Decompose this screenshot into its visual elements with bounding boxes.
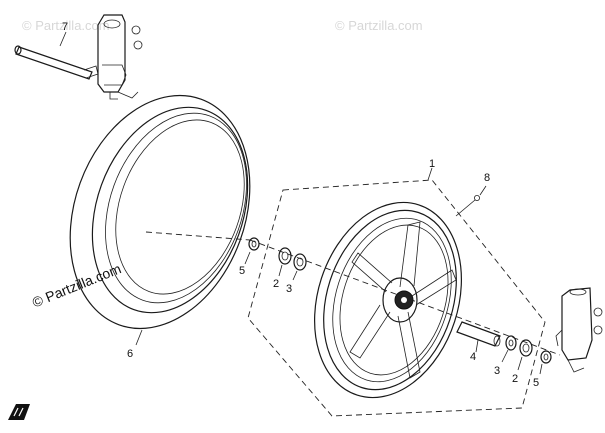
seal-part-5-left[interactable] — [248, 237, 260, 251]
leader-2-left — [278, 264, 283, 277]
axle-part-7[interactable] — [14, 45, 99, 80]
leader-3-right — [501, 349, 509, 363]
callout-7[interactable]: 7 — [62, 21, 68, 33]
valve-part-8[interactable] — [455, 194, 480, 217]
leader-6 — [135, 329, 143, 346]
callout-5-right[interactable]: 5 — [533, 377, 539, 389]
right-fork-leg — [555, 287, 603, 373]
brand-logo-mark — [8, 404, 30, 420]
callout-8[interactable]: 8 — [484, 172, 490, 184]
collar-part-3-left[interactable] — [293, 253, 307, 271]
leader-2-right — [517, 356, 523, 371]
leader-5-right — [539, 363, 543, 375]
callout-2-left[interactable]: 2 — [273, 278, 279, 290]
bearing-part-2-left[interactable] — [278, 247, 292, 265]
callout-5-left[interactable]: 5 — [239, 265, 245, 277]
callout-6[interactable]: 6 — [127, 348, 133, 360]
leader-3-left — [292, 270, 298, 281]
callout-3-right[interactable]: 3 — [494, 365, 500, 377]
leader-5-left — [244, 251, 251, 265]
spacer-part-4[interactable] — [456, 321, 501, 347]
callout-1[interactable]: 1 — [429, 158, 435, 170]
axle-centerline-left — [145, 231, 251, 241]
watermark-main: © Partzilla.com — [30, 260, 123, 310]
leader-8 — [479, 185, 487, 196]
leader-1 — [427, 167, 433, 181]
left-fork-leg — [97, 14, 143, 100]
wheel-rim[interactable] — [291, 183, 486, 416]
seal-part-5-right[interactable] — [540, 350, 552, 364]
bearing-part-2-right[interactable] — [519, 339, 533, 357]
leader-4 — [475, 339, 479, 353]
callout-3-left[interactable]: 3 — [286, 283, 292, 295]
callout-2-right[interactable]: 2 — [512, 373, 518, 385]
callout-4[interactable]: 4 — [470, 351, 476, 363]
collar-part-3-right[interactable] — [505, 335, 517, 351]
watermark-top-right: © Partzilla.com — [335, 18, 423, 33]
leader-7 — [59, 31, 67, 47]
watermark-top-left: © Partzilla.com — [22, 18, 110, 33]
tire-part-6[interactable] — [39, 70, 281, 354]
